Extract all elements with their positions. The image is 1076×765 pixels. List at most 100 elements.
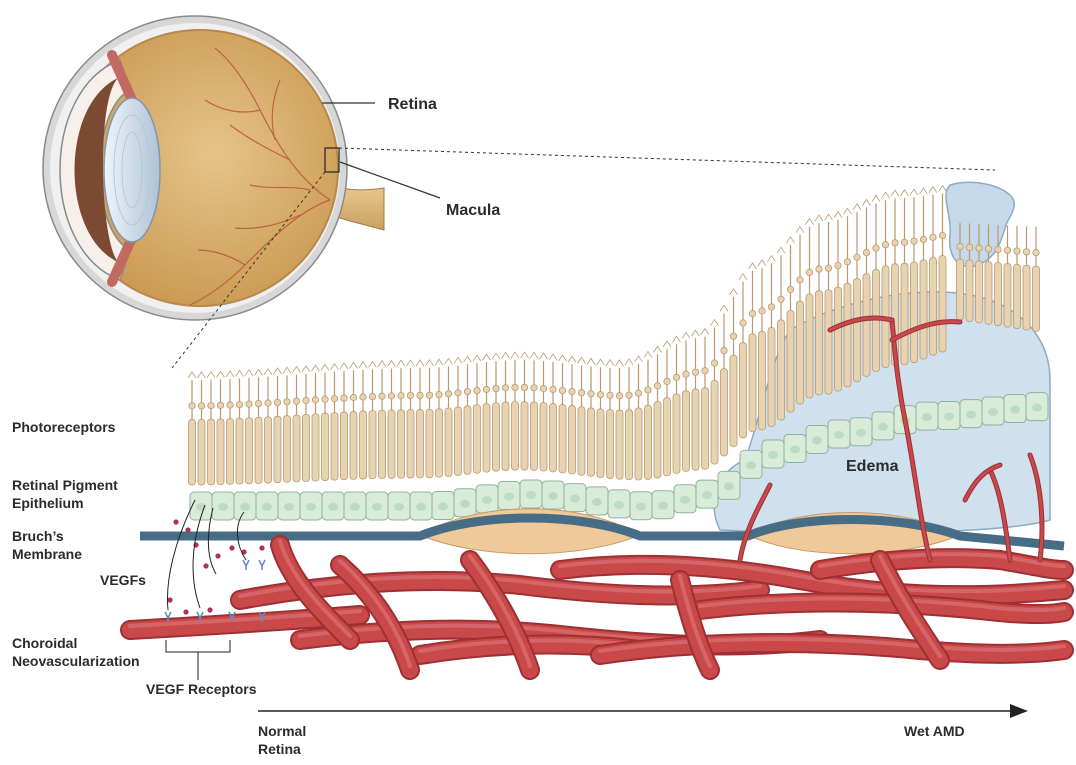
rpe-cell	[828, 420, 850, 448]
progression-axis	[258, 704, 1028, 718]
rpe-cell	[366, 492, 388, 520]
photoreceptor-cell	[1033, 227, 1040, 332]
photoreceptor-cell	[806, 219, 814, 398]
photoreceptor-cell	[217, 371, 225, 484]
rpe-cell	[762, 440, 784, 468]
axis-arrowhead	[1010, 704, 1028, 718]
photoreceptor-cell	[340, 363, 348, 480]
label-retina: Retina	[388, 96, 437, 114]
photoreceptor-cell	[454, 357, 462, 475]
photoreceptor-cell	[720, 305, 728, 456]
photoreceptor-cell	[872, 195, 880, 371]
photoreceptor-cell	[853, 204, 861, 382]
rpe-cell	[696, 480, 718, 508]
vegf-molecule	[183, 609, 188, 614]
photoreceptor-cell	[749, 263, 757, 432]
label-macula: Macula	[446, 202, 500, 220]
photoreceptor-cell	[682, 332, 690, 471]
rpe-cell	[960, 400, 982, 428]
vegf-receptor	[243, 560, 249, 570]
photoreceptor-cell	[597, 359, 605, 477]
rpe-cell	[564, 484, 586, 512]
photoreceptor-cell	[587, 358, 595, 476]
edema-bleb	[946, 182, 1014, 266]
photoreceptor-cell	[939, 186, 947, 352]
photoreceptor-cell	[445, 358, 453, 476]
photoreceptor-cell	[511, 352, 519, 470]
photoreceptor-cell	[910, 189, 918, 362]
photoreceptor-cell	[245, 370, 253, 484]
photoreceptor-cell	[1004, 225, 1011, 327]
rpe-cell	[630, 492, 652, 520]
photoreceptor-cell	[578, 357, 586, 475]
photoreceptor-cell	[236, 370, 244, 484]
rpe-cell	[938, 401, 960, 429]
rpe-cell	[784, 435, 806, 463]
vegf-molecule	[215, 553, 220, 558]
rpe-cell	[542, 481, 564, 509]
photoreceptor-cell	[350, 362, 358, 479]
photoreceptor-cell	[540, 353, 548, 471]
photoreceptor-cell	[625, 359, 633, 480]
photoreceptor-cell	[758, 260, 766, 430]
photoreceptor-cell	[435, 359, 443, 477]
vegf-molecule	[259, 545, 264, 550]
rpe-cell	[300, 492, 322, 520]
photoreceptor-cell	[568, 356, 576, 474]
label-photoreceptors: Photoreceptors	[12, 418, 115, 436]
rpe-cell	[212, 492, 234, 520]
vegf-receptor-bracket	[166, 640, 230, 680]
photoreceptor-cell	[1014, 226, 1021, 329]
photoreceptor-cell	[359, 362, 367, 479]
photoreceptor-cell	[730, 289, 738, 447]
photoreceptor-cell	[549, 354, 557, 472]
photoreceptor-cell	[834, 212, 842, 391]
photoreceptor-cell	[692, 330, 700, 470]
photoreceptor-cell	[293, 367, 301, 482]
photoreceptor-cell	[711, 320, 719, 464]
label-wet-amd: Wet AMD	[904, 722, 965, 740]
photoreceptor-cell	[530, 352, 538, 470]
photoreceptor-cell	[777, 247, 785, 420]
label-normal: Normal	[258, 722, 306, 740]
label-rpe-line2: Epithelium	[12, 494, 84, 512]
rpe-cell	[476, 485, 498, 513]
photoreceptor-cell	[882, 192, 890, 367]
rpe-cell	[608, 490, 630, 518]
vegf-molecule	[207, 607, 212, 612]
rpe-cell	[740, 450, 762, 478]
photoreceptor-cell	[198, 372, 206, 485]
photoreceptor-cell	[397, 360, 405, 478]
rpe-cell	[586, 487, 608, 515]
photoreceptor-cell	[701, 329, 709, 470]
vegf-molecule	[173, 519, 178, 524]
vegf-receptor	[259, 560, 265, 570]
photoreceptor-cell	[901, 190, 909, 365]
choroidal-vessel	[600, 639, 1064, 655]
photoreceptor-cell	[226, 371, 234, 484]
vegf-molecule	[229, 545, 234, 550]
rpe-cell	[652, 491, 674, 519]
photoreceptor-cell	[207, 372, 215, 485]
photoreceptor-cell	[825, 214, 833, 394]
label-bruch-line2: Membrane	[12, 545, 82, 563]
photoreceptor-cell	[473, 355, 481, 473]
photoreceptor-cell	[502, 352, 510, 470]
label-vegfs: VEGFs	[100, 571, 146, 589]
rpe-cell	[234, 492, 256, 520]
photoreceptor-cell	[264, 369, 272, 483]
photoreceptor-cell	[796, 227, 804, 404]
rpe-cell	[674, 485, 696, 513]
rpe-cell	[806, 425, 828, 453]
label-bruch-line1: Bruch’s	[12, 527, 64, 545]
photoreceptor-cell	[378, 361, 386, 479]
photoreceptor-cell	[929, 187, 937, 356]
rpe-cell	[278, 492, 300, 520]
photoreceptor-cell	[606, 360, 614, 479]
rpe-cell	[982, 397, 1004, 425]
eye-cross-section	[43, 16, 440, 320]
photoreceptor-cell	[863, 199, 871, 376]
photoreceptor-cell	[312, 365, 320, 481]
rpe-cell	[1004, 395, 1026, 423]
photoreceptor-cell	[283, 367, 291, 482]
